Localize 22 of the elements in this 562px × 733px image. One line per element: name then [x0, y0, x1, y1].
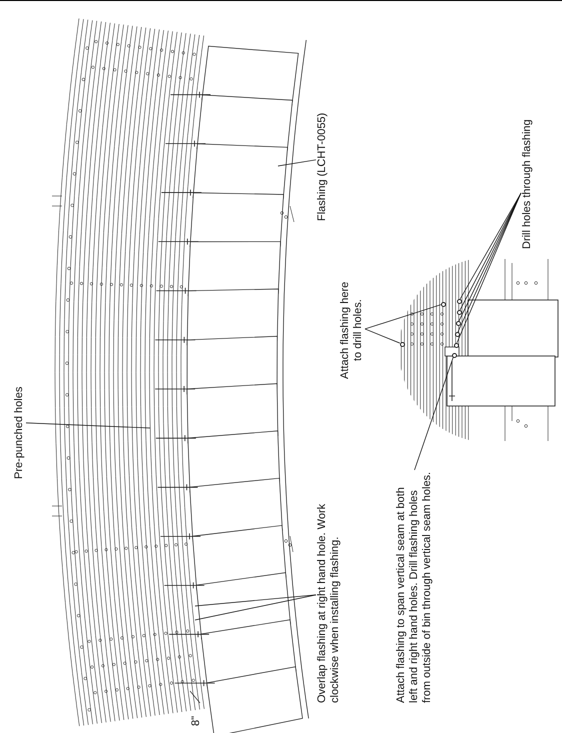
seam-hole [440, 302, 446, 307]
seam-hole [456, 320, 461, 326]
leader-line [194, 594, 316, 620]
leader-line [26, 422, 150, 428]
callout-note: Pre-punched holes [13, 377, 26, 479]
callout-note: Attach flashing here to drill holes. [339, 277, 365, 383]
callout-note: Attach flashing to span vertical seam at both left and right hand holes. Drill flashing holes from outside of bin through vertical seam holes. [395, 470, 434, 703]
callout-note: Drill holes through flashing [521, 109, 534, 249]
dimension-label: 8" [190, 714, 203, 726]
leader-line [364, 304, 442, 330]
seam-hole [454, 332, 460, 337]
seam-hole [456, 310, 462, 315]
leader-line [364, 328, 400, 344]
seam-hole [456, 298, 462, 304]
callout-note: Flashing (LCHT-0055) [316, 101, 329, 221]
leader-line [278, 159, 316, 166]
seam-hole [452, 352, 457, 358]
leader-line [194, 594, 316, 606]
leader-line [414, 356, 454, 470]
callout-note: Overlap flashing at right hand hole. Work clockwise when installing flashing. [316, 491, 342, 703]
seam-hole [454, 342, 459, 348]
seam-hole [400, 342, 405, 347]
